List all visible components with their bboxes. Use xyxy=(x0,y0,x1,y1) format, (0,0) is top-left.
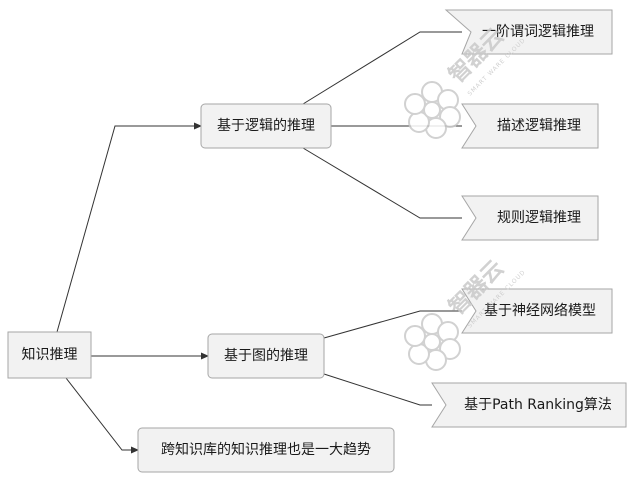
node-graph-reasoning-label: 基于图的推理 xyxy=(224,347,308,364)
leaf-first-order-logic-label: 一阶谓词逻辑推理 xyxy=(482,24,594,40)
leaf-path-ranking-label: 基于Path Ranking算法 xyxy=(464,396,612,413)
edge-logic-to-firstorder xyxy=(302,31,462,105)
root-node-label: 知识推理 xyxy=(22,346,78,363)
node-cross-kb-trend[interactable]: 跨知识库的知识推理也是一大趋势 xyxy=(137,427,395,473)
edge-graph-to-pathranking xyxy=(323,373,432,406)
cloud-flower-icon xyxy=(404,313,461,371)
edge-root-to-crossbase xyxy=(65,377,139,454)
leaf-neural-network-model-label: 基于神经网络模型 xyxy=(484,302,596,319)
leaf-first-order-logic[interactable]: 一阶谓词逻辑推理 xyxy=(444,9,613,55)
edge-graph-to-neural xyxy=(323,310,462,339)
node-logic-reasoning[interactable]: 基于逻辑的推理 xyxy=(200,103,332,149)
root-node[interactable]: 知识推理 xyxy=(7,331,92,379)
node-logic-reasoning-label: 基于逻辑的推理 xyxy=(217,117,315,134)
leaf-path-ranking[interactable]: 基于Path Ranking算法 xyxy=(431,382,627,428)
node-graph-reasoning[interactable]: 基于图的推理 xyxy=(207,333,325,379)
leaf-description-logic-label: 描述逻辑推理 xyxy=(497,118,581,134)
edge-logic-to-rule xyxy=(302,147,462,219)
edge-root-to-logic xyxy=(56,122,202,333)
leaf-rule-logic[interactable]: 规则逻辑推理 xyxy=(461,195,599,241)
leaf-rule-logic-label: 规则逻辑推理 xyxy=(497,210,581,226)
cloud-flower-icon xyxy=(404,81,461,139)
leaf-description-logic[interactable]: 描述逻辑推理 xyxy=(461,103,599,149)
connectors xyxy=(56,31,462,454)
leaf-neural-network-model[interactable]: 基于神经网络模型 xyxy=(461,288,613,334)
node-cross-kb-trend-label: 跨知识库的知识推理也是一大趋势 xyxy=(161,441,371,458)
